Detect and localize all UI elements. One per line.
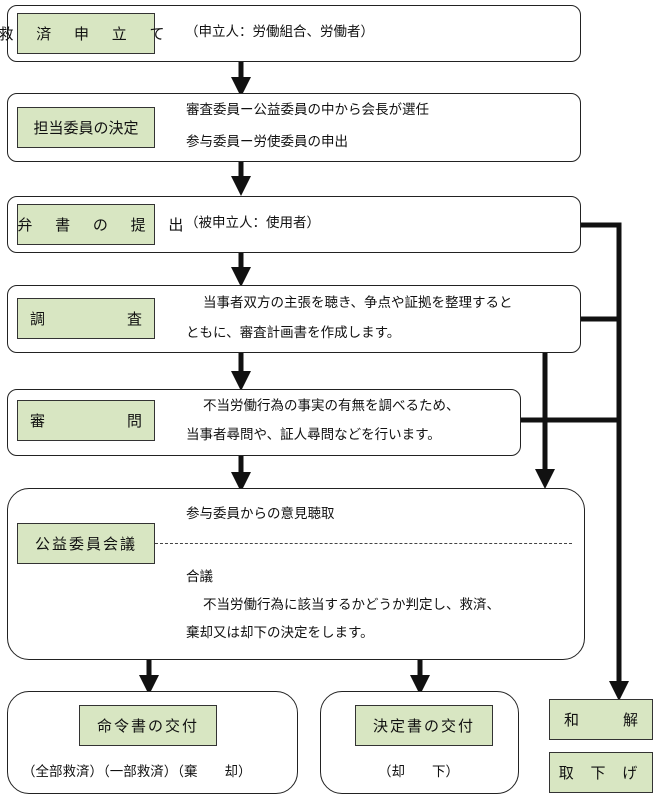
council-label: 公益委員会議 bbox=[17, 523, 155, 564]
investigation-label-left: 調 bbox=[30, 310, 46, 328]
settlement-label-left: 和 bbox=[564, 711, 580, 729]
petition-note: （申立人：労働組合、労働者） bbox=[185, 24, 374, 40]
investigation-label-right: 査 bbox=[126, 310, 142, 328]
hearing-line2: 当事者尋問や、証人尋問などを行います。 bbox=[186, 427, 441, 443]
committee-label-text: 担当委員の決定 bbox=[33, 119, 139, 137]
hearing-label-right: 問 bbox=[126, 412, 142, 430]
path-answer-to-settlement bbox=[581, 222, 629, 701]
council-line-top: 参与委員からの意見聴取 bbox=[186, 506, 335, 522]
decision-label-text: 決定書の交付 bbox=[372, 717, 475, 735]
investigation-line1: 当事者双方の主張を聴き、争点や証拠を整理すると bbox=[203, 295, 513, 311]
hearing-label: 審 問 bbox=[17, 400, 155, 441]
hearing-label-left: 審 bbox=[30, 412, 46, 430]
committee-line2: 参与委員ー労使委員の申出 bbox=[186, 134, 348, 150]
petition-label: 救 済 申 立 て bbox=[0, 13, 165, 54]
council-heading: 合議 bbox=[186, 569, 213, 585]
investigation-label: 調 査 bbox=[17, 298, 155, 339]
committee-label: 担当委員の決定 bbox=[17, 107, 155, 148]
order-label-text: 命令書の交付 bbox=[96, 717, 199, 735]
answer-label-text: 答 弁 書 の 提 出 bbox=[0, 216, 193, 234]
outcome-settlement: 和 解 bbox=[549, 699, 653, 740]
council-label-text: 公益委員会議 bbox=[34, 535, 137, 553]
order-label: 命令書の交付 bbox=[79, 705, 217, 746]
answer-label: 答 弁 書 の 提 出 bbox=[0, 204, 183, 245]
step-council bbox=[7, 488, 585, 660]
council-line2: 棄却又は却下の決定をします。 bbox=[186, 625, 374, 641]
settlement-label-right: 解 bbox=[622, 711, 638, 729]
withdrawal-label-text: 取 下 げ bbox=[558, 764, 644, 782]
investigation-line2: ともに、審査計画書を作成します。 bbox=[186, 325, 401, 341]
council-divider bbox=[155, 543, 572, 544]
order-note: （全部救済）（一部救済）（棄 却） bbox=[22, 764, 252, 780]
hearing-line1: 不当労働行為の事実の有無を調べるため、 bbox=[203, 398, 460, 414]
council-line1: 不当労働行為に該当するかどうか判定し、救済、 bbox=[203, 597, 500, 613]
decision-note: （却 下） bbox=[378, 764, 459, 780]
answer-note: （被申立人：使用者） bbox=[185, 215, 320, 231]
committee-line1: 審査委員ー公益委員の中から会長が選任 bbox=[186, 102, 429, 118]
petition-label-text: 救 済 申 立 て bbox=[0, 25, 174, 43]
outcome-withdrawal: 取 下 げ bbox=[549, 752, 653, 793]
decision-label: 決定書の交付 bbox=[355, 705, 493, 746]
